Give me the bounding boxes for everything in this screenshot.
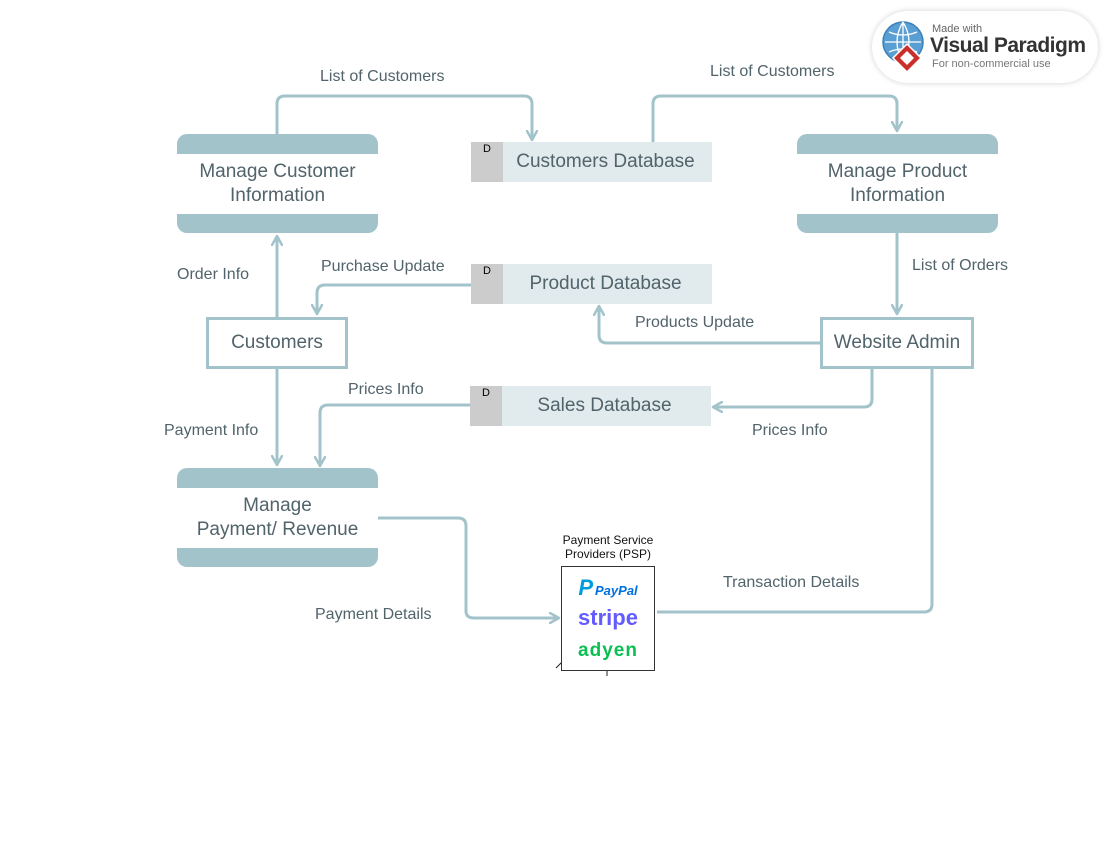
- paypal-wordmark: PayPal: [595, 583, 638, 598]
- flow-label-payment-info: Payment Info: [164, 422, 259, 439]
- datastore-name: Sales Database: [537, 395, 672, 416]
- entity-label: Website Admin: [833, 332, 961, 353]
- flow-line-list-of-customers-1: [275, 94, 532, 140]
- entity-website-admin[interactable]: Website Admin: [820, 317, 974, 369]
- process-header-bar: [177, 468, 378, 488]
- process-label-line-2: Payment/ Revenue: [196, 519, 359, 540]
- flow-label-list-of-customers-2: List of Customers: [710, 63, 835, 80]
- flow-line-prices-info-2: [713, 369, 874, 407]
- datastore-name: Customers Database: [516, 151, 695, 172]
- process-label-line-1: Manage Customer: [199, 161, 356, 182]
- entity-customers[interactable]: Customers: [206, 317, 348, 369]
- datastore-name: Product Database: [529, 273, 682, 294]
- flow-label-prices-info-1: Prices Info: [348, 381, 424, 398]
- process-label-line-2: Information: [229, 185, 326, 206]
- process-header-bar: [177, 134, 378, 154]
- datastore-id: D: [471, 264, 503, 304]
- process-label: Manage Product Information: [797, 154, 998, 214]
- flow-line-list-of-customers-2: [651, 94, 897, 142]
- watermark-brand: Visual Paradigm: [930, 34, 1086, 57]
- flow-line-payment-details: [378, 516, 559, 618]
- datastore-id: D: [471, 142, 503, 182]
- entity-label: Customers: [231, 332, 323, 353]
- datastore-sales-database[interactable]: D Sales Database: [470, 386, 711, 426]
- flow-line-prices-info-1: [320, 403, 471, 466]
- flow-label-list-of-orders: List of Orders: [912, 257, 1009, 274]
- process-label-line-1: Manage: [243, 495, 312, 516]
- datastore-customers-database[interactable]: D Customers Database: [471, 142, 712, 182]
- process-manage-payment-revenue[interactable]: Manage Payment/ Revenue: [177, 468, 378, 567]
- process-footer-bar: [797, 214, 998, 233]
- adyen-logo: adyen: [578, 640, 638, 661]
- flow-label-payment-details: Payment Details: [315, 606, 432, 623]
- process-footer-bar: [177, 214, 378, 233]
- process-label: Manage Customer Information: [177, 154, 378, 214]
- flow-label-products-update: Products Update: [635, 314, 755, 331]
- flow-label-transaction-details: Transaction Details: [723, 574, 860, 591]
- watermark-note: For non-commercial use: [932, 58, 1051, 70]
- process-label: Manage Payment/ Revenue: [177, 488, 378, 548]
- flow-line-products-update: [599, 306, 820, 345]
- process-label-line-1: Manage Product: [827, 161, 968, 182]
- process-manage-customer-information[interactable]: Manage Customer Information: [177, 134, 378, 233]
- process-footer-bar: [177, 548, 378, 567]
- flow-label-list-of-customers-1: List of Customers: [320, 68, 445, 85]
- flow-label-purchase-update: Purchase Update: [321, 258, 445, 275]
- stripe-logo: stripe: [578, 605, 638, 630]
- psp-title-line-1: Payment Service: [562, 533, 654, 547]
- visual-paradigm-logo-icon: [882, 21, 924, 74]
- datastore-id: D: [470, 386, 502, 426]
- process-header-bar: [797, 134, 998, 154]
- psp-title-line-2: Providers (PSP): [564, 547, 652, 561]
- flow-line-purchase-update: [317, 283, 471, 314]
- watermark-made-with: Made with: [932, 23, 983, 35]
- psp-title: Payment Service Providers (PSP): [548, 533, 668, 561]
- paypal-p-icon: P: [578, 575, 594, 600]
- datastore-product-database[interactable]: D Product Database: [471, 264, 712, 304]
- visual-paradigm-watermark: Made with Visual Paradigm For non-commer…: [872, 11, 1098, 83]
- process-manage-product-information[interactable]: Manage Product Information: [797, 134, 998, 233]
- process-label-line-2: Information: [849, 185, 946, 206]
- flow-label-order-info: Order Info: [177, 266, 250, 283]
- flow-label-prices-info-2: Prices Info: [752, 422, 828, 439]
